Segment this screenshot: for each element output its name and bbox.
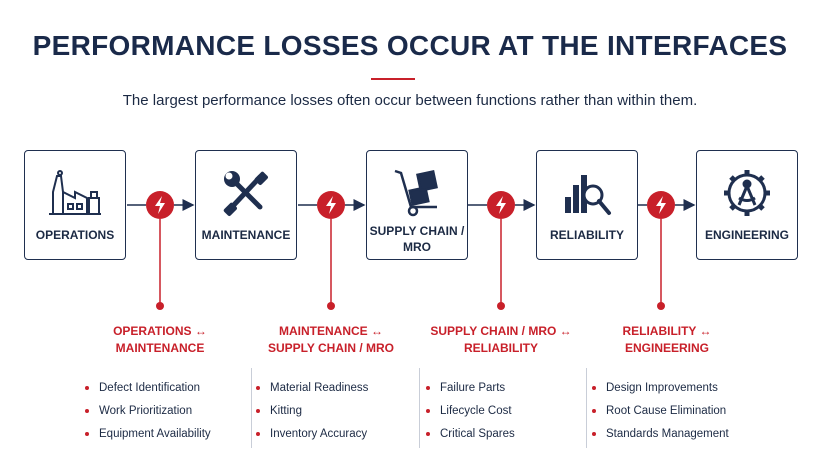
function-label: RELIABILITY xyxy=(550,228,624,242)
list-item: Design Improvements xyxy=(592,381,729,404)
interface-ops-maint: OPERATIONS ↔ MAINTENANCE Defect Identifi… xyxy=(85,323,235,440)
loss-marker-1 xyxy=(146,191,174,219)
list-item: Failure Parts xyxy=(426,381,515,404)
loss-marker-2 xyxy=(317,191,345,219)
list-item: Inventory Accuracy xyxy=(256,427,368,450)
interface-rel-eng: RELIABILITY ↔ ENGINEERING Design Improve… xyxy=(592,323,742,440)
list-item: Critical Spares xyxy=(426,427,515,450)
interface-heading: RELIABILITY ↔ ENGINEERING xyxy=(622,324,712,355)
function-label: ENGINEERING xyxy=(704,228,789,242)
interface-list: Material Readiness Kitting Inventory Acc… xyxy=(256,381,368,450)
column-divider xyxy=(586,368,587,448)
function-box-engineering: ENGINEERING xyxy=(696,150,798,260)
list-item: Kitting xyxy=(256,404,368,427)
interface-list: Failure Parts Lifecycle Cost Critical Sp… xyxy=(426,381,515,450)
list-item: Material Readiness xyxy=(256,381,368,404)
interface-heading: OPERATIONS ↔ MAINTENANCE xyxy=(113,324,207,355)
list-item: Standards Management xyxy=(592,427,729,450)
list-item: Root Cause Elimination xyxy=(592,404,729,427)
interface-maint-supply: MAINTENANCE ↔ SUPPLY CHAIN / MRO Materia… xyxy=(256,323,406,440)
list-item: Work Prioritization xyxy=(85,404,211,427)
loss-marker-3 xyxy=(487,191,515,219)
lightning-icon xyxy=(496,196,506,214)
loss-stem-dot-4 xyxy=(657,302,665,310)
factory-icon xyxy=(25,167,125,219)
function-label: MAINTENANCE xyxy=(201,228,291,242)
function-label: OPERATIONS xyxy=(35,228,115,242)
loss-marker-4 xyxy=(647,191,675,219)
function-label: SUPPLY CHAIN / MRO xyxy=(369,224,465,254)
lightning-icon xyxy=(155,196,165,214)
page-title: PERFORMANCE LOSSES OCCUR AT THE INTERFAC… xyxy=(32,30,788,61)
lightning-icon xyxy=(656,196,666,214)
lightning-icon xyxy=(326,196,336,214)
interface-supply-rel: SUPPLY CHAIN / MRO ↔ RELIABILITY Failure… xyxy=(426,323,576,440)
function-box-maintenance: MAINTENANCE xyxy=(195,150,297,260)
interface-heading: SUPPLY CHAIN / MRO ↔ RELIABILITY xyxy=(430,324,572,355)
page-subtitle: The largest performance losses often occ… xyxy=(122,92,698,109)
hand-truck-icon xyxy=(367,167,467,219)
column-divider xyxy=(251,368,252,448)
function-box-operations: OPERATIONS xyxy=(24,150,126,260)
wrench-screwdriver-icon xyxy=(196,167,296,219)
loss-stem-dot-1 xyxy=(156,302,164,310)
bar-chart-magnifier-icon xyxy=(537,167,637,219)
function-box-supply-chain: SUPPLY CHAIN / MRO xyxy=(366,150,468,260)
loss-stem-dot-3 xyxy=(497,302,505,310)
interface-list: Design Improvements Root Cause Eliminati… xyxy=(592,381,729,450)
title-underline xyxy=(371,78,415,80)
list-item: Equipment Availability xyxy=(85,427,211,450)
loss-stem-dot-2 xyxy=(327,302,335,310)
function-box-reliability: RELIABILITY xyxy=(536,150,638,260)
list-item: Defect Identification xyxy=(85,381,211,404)
gear-compass-icon xyxy=(697,167,797,219)
column-divider xyxy=(419,368,420,448)
interface-heading: MAINTENANCE ↔ SUPPLY CHAIN / MRO xyxy=(267,324,395,355)
list-item: Lifecycle Cost xyxy=(426,404,515,427)
interface-list: Defect Identification Work Prioritizatio… xyxy=(85,381,211,450)
